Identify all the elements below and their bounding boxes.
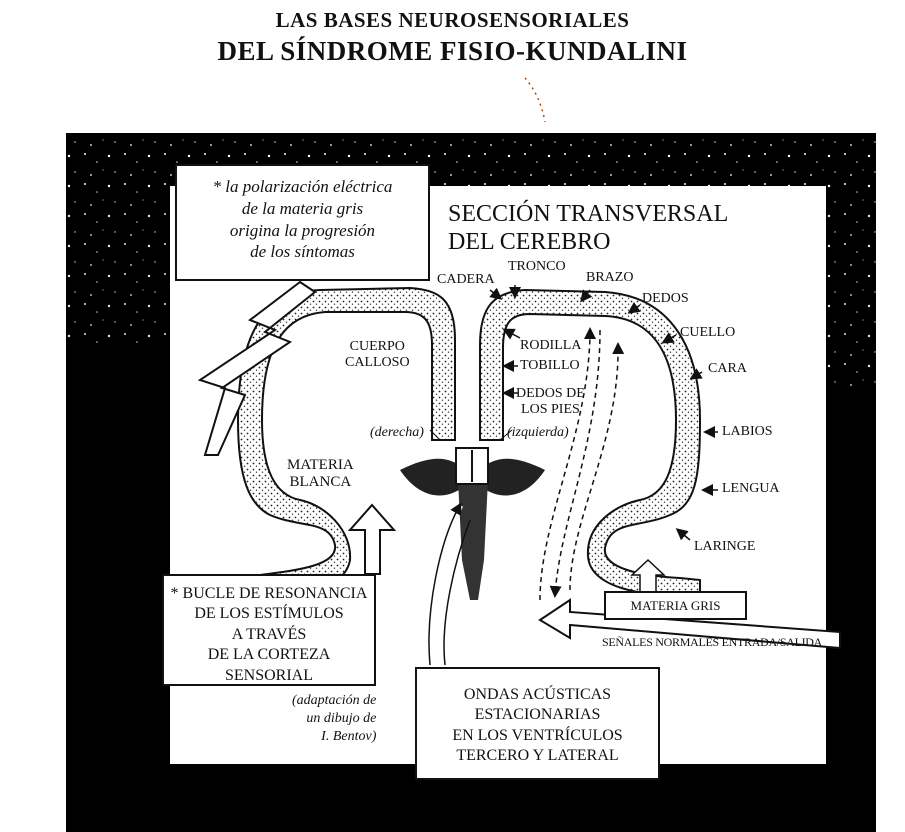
- loop-line-3: A TRAVÉS: [164, 625, 374, 645]
- label-cuello: CUELLO: [680, 325, 735, 341]
- polarization-line-4: de los síntomas: [177, 241, 428, 263]
- title-dotted-mark: [525, 78, 545, 122]
- label-senales: SEÑALES NORMALES ENTRADA/SALIDA: [602, 636, 822, 650]
- label-tronco: TRONCO: [508, 259, 566, 275]
- label-derecha: (derecha): [370, 425, 424, 441]
- adaptation-line-3: I. Bentov): [292, 728, 376, 746]
- speckled-right-band: [826, 189, 876, 389]
- speckled-left-band: [66, 189, 170, 349]
- label-cuerpo-calloso: CUERPO CALLOSO: [345, 339, 410, 371]
- section-title-line-1: SECCIÓN TRANSVERSAL: [448, 200, 728, 228]
- polarization-box: * la polarización eléctrica de la materi…: [175, 164, 430, 281]
- waves-line-4: TERCERO Y LATERAL: [417, 746, 658, 766]
- label-cuerpo-1: CUERPO: [345, 339, 410, 355]
- label-izquierda: (izquierda): [507, 425, 569, 441]
- adaptation-note: (adaptación de un dibujo de I. Bentov): [292, 692, 376, 747]
- label-dedos-pies-1: DEDOS DE: [516, 386, 585, 402]
- gray-matter-box: MATERIA GRIS: [604, 591, 747, 620]
- waves-line-2: ESTACIONARIAS: [417, 705, 658, 725]
- label-cuerpo-2: CALLOSO: [345, 355, 410, 371]
- polarization-line-3: origina la progresión: [177, 220, 428, 242]
- label-lengua: LENGUA: [722, 481, 780, 497]
- label-cara: CARA: [708, 361, 747, 377]
- label-rodilla: RODILLA: [520, 338, 581, 354]
- section-title-line-2: DEL CEREBRO: [448, 228, 728, 256]
- section-title: SECCIÓN TRANSVERSAL DEL CEREBRO: [448, 200, 728, 257]
- label-tobillo: TOBILLO: [520, 358, 580, 374]
- waves-line-1: ONDAS ACÚSTICAS: [417, 685, 658, 705]
- waves-line-3: EN LOS VENTRÍCULOS: [417, 726, 658, 746]
- label-dedos-pies-2: LOS PIES: [516, 402, 585, 418]
- resonance-loop-box: * BUCLE DE RESONANCIA DE LOS ESTÍMULOS A…: [162, 574, 376, 686]
- label-materia-blanca: MATERIA BLANCA: [287, 457, 354, 492]
- acoustic-waves-box: ONDAS ACÚSTICAS ESTACIONARIAS EN LOS VEN…: [415, 667, 660, 780]
- label-dedos: DEDOS: [642, 291, 689, 307]
- label-cadera: CADERA: [437, 272, 495, 288]
- loop-line-1: * BUCLE DE RESONANCIA: [164, 584, 374, 604]
- loop-line-2: DE LOS ESTÍMULOS: [164, 604, 374, 624]
- polarization-line-1: * la polarización eléctrica: [177, 176, 428, 198]
- label-dedos-pies: DEDOS DE LOS PIES: [516, 386, 585, 418]
- adaptation-line-2: un dibujo de: [292, 710, 376, 728]
- label-materia-blanca-2: BLANCA: [287, 474, 354, 491]
- label-brazo: BRAZO: [586, 270, 633, 286]
- loop-line-4: DE LA CORTEZA SENSORIAL: [164, 645, 374, 686]
- label-labios: LABIOS: [722, 424, 773, 440]
- adaptation-line-1: (adaptación de: [292, 692, 376, 710]
- label-laringe: LARINGE: [694, 539, 755, 555]
- label-materia-blanca-1: MATERIA: [287, 457, 354, 474]
- polarization-line-2: de la materia gris: [177, 198, 428, 220]
